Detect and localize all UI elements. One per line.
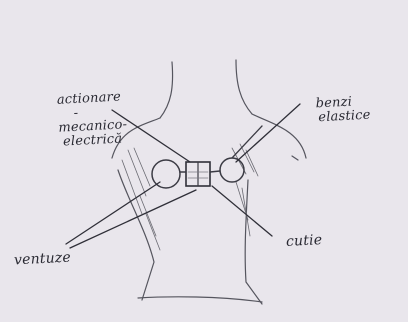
right-suction-cup <box>220 158 244 182</box>
elastic-band-right <box>210 171 220 172</box>
label-bands: benzi elastice <box>315 95 371 126</box>
right-shading <box>232 144 258 236</box>
pointer-box <box>212 186 272 236</box>
right-shoulder-outline <box>252 114 306 158</box>
label-actuator: actionare - mecanico- electrică <box>57 90 129 150</box>
left-shading <box>122 148 160 250</box>
neck-outline <box>160 62 173 118</box>
hip-outline <box>138 297 262 302</box>
right-torso-side <box>245 180 262 304</box>
label-suction-cups: ventuze <box>14 251 72 268</box>
neck-outline <box>236 60 252 114</box>
collar-tick <box>292 156 298 160</box>
label-bands-line2: elastice <box>316 109 371 126</box>
pointer-ventuze-2 <box>70 190 196 248</box>
label-box: cutie <box>286 233 323 249</box>
